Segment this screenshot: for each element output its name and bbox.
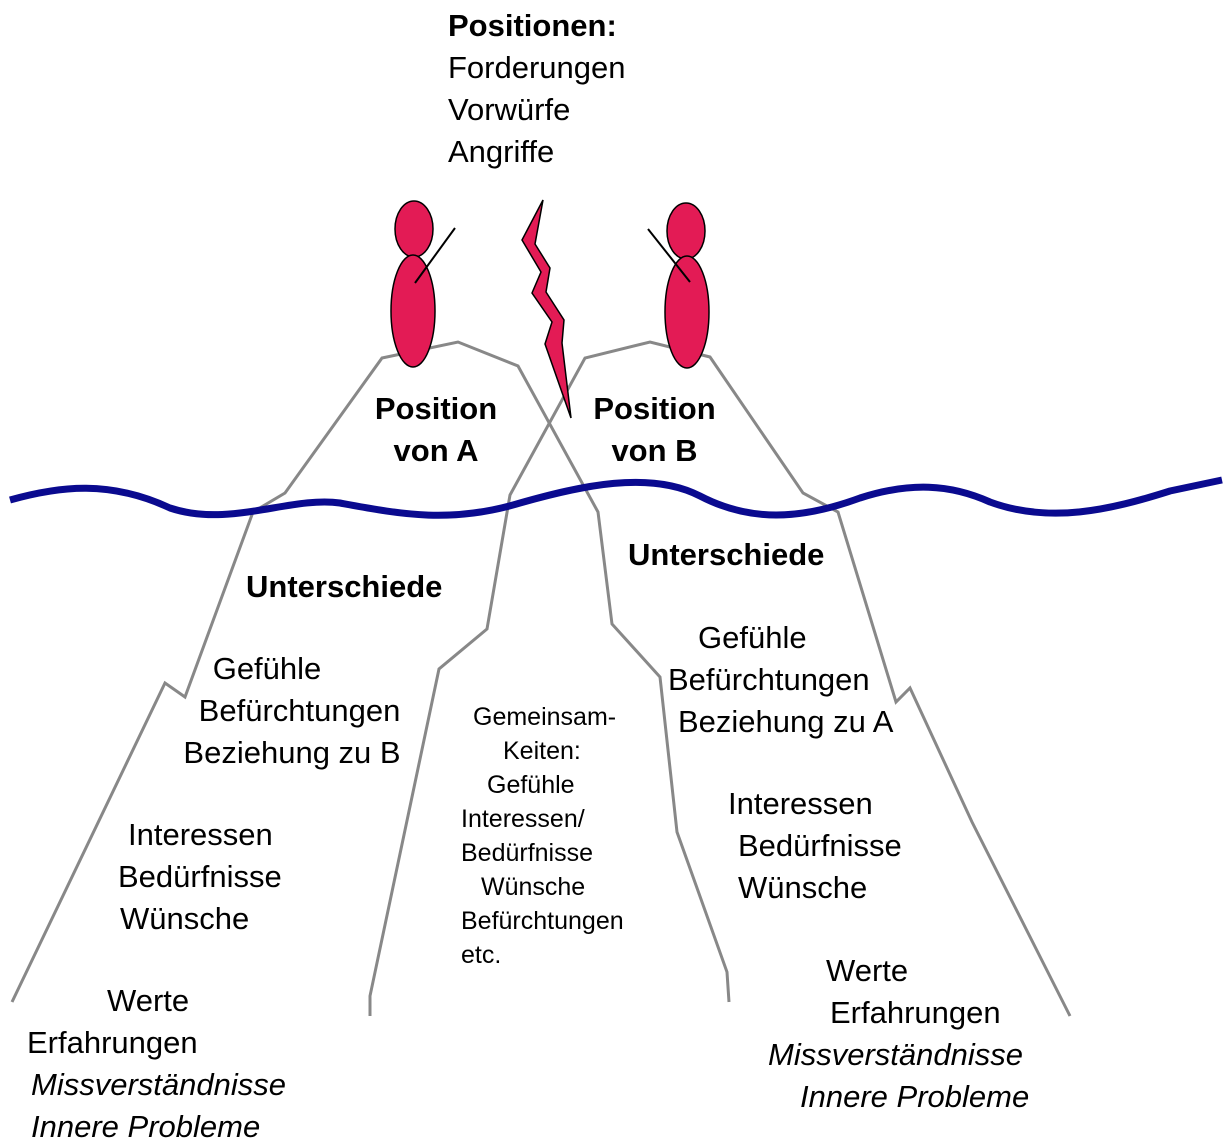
positions-item: Angriffe: [448, 134, 555, 169]
lightning-bolt-icon: [521, 199, 572, 419]
positions-title: Positionen:: [448, 8, 617, 43]
left-feelings-group: Gefühle Befürchtungen Beziehung zu B: [183, 651, 401, 770]
left-values-group: Werte Erfahrungen Missverständnisse Inne…: [27, 983, 286, 1144]
figure-a-arm: [414, 227, 456, 284]
mountain-a-outline: [10, 340, 731, 1003]
right-interests-group: Interessen Bedürfnisse Wünsche: [728, 786, 902, 905]
figure-b-head: [666, 202, 706, 260]
positions-item: Forderungen: [448, 50, 626, 85]
left-interests-group: Interessen Bedürfnisse Wünsche: [118, 817, 282, 936]
figure-a-body: [390, 254, 436, 368]
position-b-label: Position von B: [593, 391, 716, 468]
common-ground-group: Gemeinsam- Keiten: Gefühle Interessen/ B…: [461, 703, 624, 969]
figure-b-arm: [647, 228, 691, 283]
right-feelings-group: Gefühle Befürchtungen Beziehung zu A: [668, 620, 894, 739]
figure-a-head: [394, 200, 434, 258]
left-differences-heading: Unterschiede: [246, 569, 443, 604]
right-differences-heading: Unterschiede: [628, 537, 825, 572]
water-line: [9, 476, 1223, 519]
positions-block: Positionen: Forderungen Vorwürfe Angriff…: [448, 5, 626, 173]
right-values-group: Werte Erfahrungen Missverständnisse Inne…: [768, 953, 1030, 1114]
figure-b-body: [664, 255, 710, 369]
position-a-label: Position von A: [374, 391, 498, 468]
positions-item: Vorwürfe: [448, 92, 571, 127]
